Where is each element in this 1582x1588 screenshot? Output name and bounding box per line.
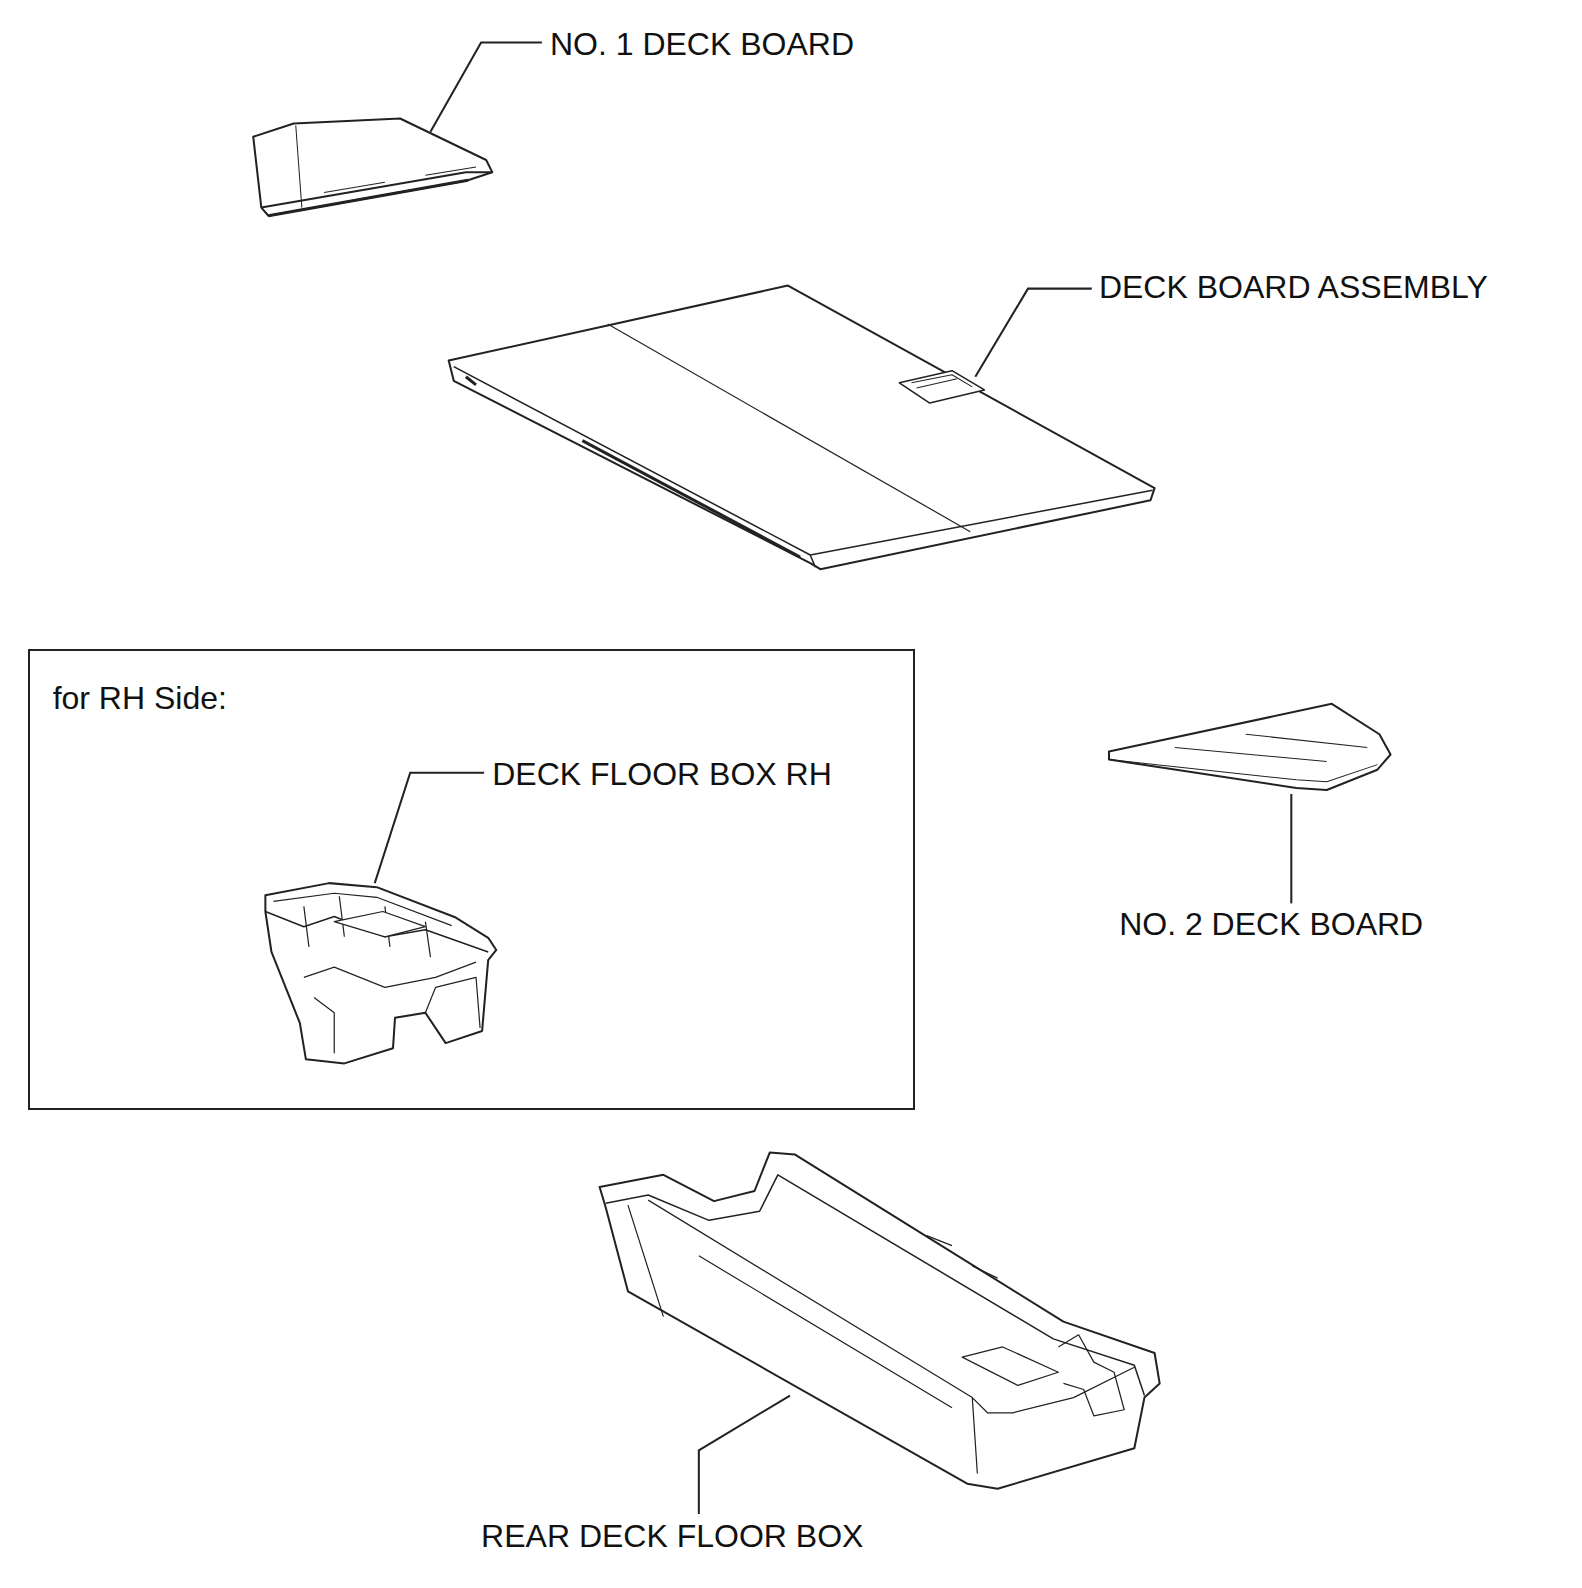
deck-board-2 [1109, 704, 1391, 790]
deck-board-assembly [449, 286, 1155, 570]
part-name: DECK FLOOR BOX RH [492, 758, 832, 790]
deck-board-1 [253, 118, 492, 215]
deck-floor-box-rh [265, 883, 496, 1063]
box-heading: for RH Side: [53, 682, 227, 714]
leader-line [375, 773, 484, 883]
part-name: REAR DECK FLOOR BOX [481, 1520, 863, 1552]
outlined-box: for RH Side: DECK FLOOR BOX RH [28, 649, 914, 1110]
leader-line [430, 43, 541, 132]
part-name: NO. 2 DECK BOARD [1119, 908, 1423, 940]
rear-deck-floor-box [600, 1153, 1160, 1489]
leader-line [1290, 794, 1292, 903]
part-name: DECK BOARD ASSEMBLY [1099, 271, 1488, 303]
leader-line [699, 1396, 790, 1514]
leader-line [975, 289, 1091, 377]
part-name: NO. 1 DECK BOARD [550, 28, 854, 60]
